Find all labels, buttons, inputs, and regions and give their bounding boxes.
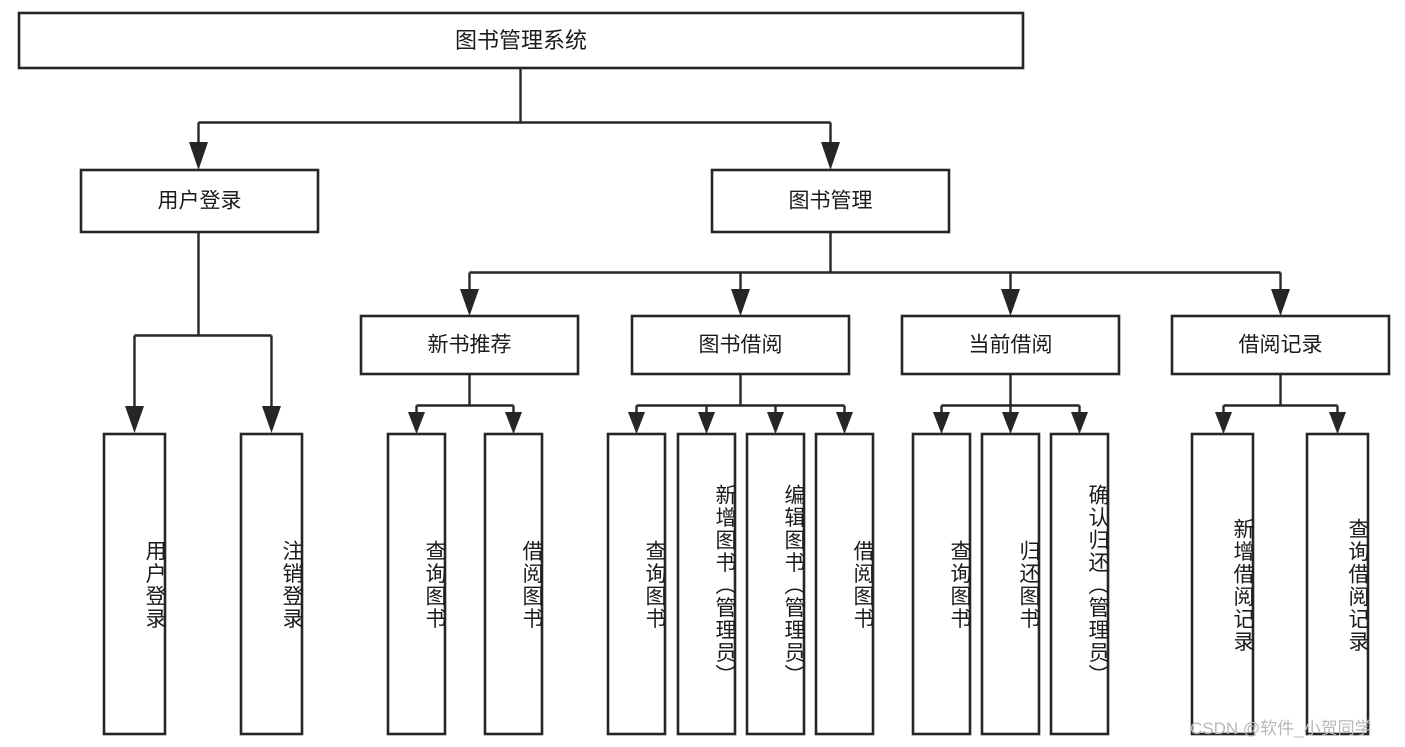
arrow-head-leaf-query-book-1: [408, 412, 425, 434]
node-book-borrow-label: 图书借阅: [699, 334, 783, 357]
node-root[interactable]: 图书管理系统: [17, 11, 1025, 70]
arrow-head-new-book-recommend: [460, 289, 479, 316]
arrow-head-leaf-borrow-book-2: [836, 412, 853, 434]
node-current-borrow[interactable]: 当前借阅: [900, 314, 1121, 376]
connector-group-user-login: [125, 232, 281, 433]
arrow-head-leaf-query-book-3: [933, 412, 950, 434]
node-borrow-record-label: 借阅记录: [1239, 334, 1323, 357]
node-borrow-record-box[interactable]: [1170, 314, 1391, 376]
node-user-login-label: 用户登录: [158, 190, 242, 213]
node-new-book-recommend-box[interactable]: [359, 314, 580, 376]
leaf-boxes-book-borrow: [606, 432, 875, 736]
node-current-borrow-label: 当前借阅: [969, 334, 1053, 357]
arrow-head-book-borrow: [731, 289, 750, 316]
leaf-box-query-book-1[interactable]: [386, 432, 447, 736]
node-current-borrow-box[interactable]: [900, 314, 1121, 376]
connector-group-root: [189, 68, 840, 170]
leaf-boxes-user-login: [102, 432, 304, 736]
node-root-label: 图书管理系统: [455, 28, 587, 53]
leaf-box-query-book-3[interactable]: [911, 432, 972, 736]
leaf-box-add-record[interactable]: [1190, 432, 1255, 736]
leaf-box-borrow-book-1[interactable]: [483, 432, 544, 736]
arrow-head-leaf-add-book: [698, 412, 715, 434]
node-user-login[interactable]: 用户登录: [79, 168, 320, 234]
connector-group-book-manage: [460, 232, 1290, 316]
arrow-head-leaf-query-record: [1329, 412, 1346, 434]
arrow-head-borrow-record: [1271, 289, 1290, 316]
arrow-head-leaf-confirm-return: [1071, 412, 1088, 434]
connector-group-current-borrow: [933, 374, 1088, 434]
arrow-head-book-manage: [821, 142, 840, 170]
leaf-boxes-current-borrow: [911, 432, 1110, 736]
csdn-watermark: CSDN @软件_小贺同学: [1190, 719, 1372, 738]
node-book-manage[interactable]: 图书管理: [710, 168, 951, 234]
leaf-boxes-borrow-record: [1190, 432, 1370, 736]
node-book-manage-box[interactable]: [710, 168, 951, 234]
node-new-book-recommend[interactable]: 新书推荐: [359, 314, 580, 376]
node-book-borrow-box[interactable]: [630, 314, 851, 376]
leaf-box-confirm-return[interactable]: [1049, 432, 1110, 736]
node-book-borrow[interactable]: 图书借阅: [630, 314, 851, 376]
leaf-box-query-record[interactable]: [1305, 432, 1370, 736]
leaf-box-user-login[interactable]: [102, 432, 167, 736]
arrow-head-leaf-user-login: [125, 406, 144, 433]
connector-group-borrow-record: [1215, 374, 1346, 434]
arrow-head-current-borrow: [1001, 289, 1020, 316]
leaf-box-add-book[interactable]: [676, 432, 737, 736]
node-new-book-recommend-label: 新书推荐: [428, 334, 512, 357]
connector-group-new-book-recommend: [408, 374, 522, 434]
node-user-login-box[interactable]: [79, 168, 320, 234]
leaf-box-query-book-2[interactable]: [606, 432, 667, 736]
arrow-head-user-login: [189, 142, 208, 170]
arrow-head-leaf-logout: [262, 406, 281, 433]
arrow-head-leaf-return-book: [1002, 412, 1019, 434]
node-book-manage-label: 图书管理: [789, 190, 873, 213]
leaf-box-edit-book[interactable]: [745, 432, 806, 736]
leaf-boxes-new-book-recommend: [386, 432, 544, 736]
arrow-head-leaf-query-book-2: [628, 412, 645, 434]
leaf-box-borrow-book-2[interactable]: [814, 432, 875, 736]
arrow-head-leaf-add-record: [1215, 412, 1232, 434]
node-root-box[interactable]: [17, 11, 1025, 70]
leaf-box-logout[interactable]: [239, 432, 304, 736]
leaf-box-return-book[interactable]: [980, 432, 1041, 736]
arrow-head-leaf-edit-book: [767, 412, 784, 434]
arrow-head-leaf-borrow-book-1: [505, 412, 522, 434]
connector-group-book-borrow: [628, 374, 853, 434]
node-borrow-record[interactable]: 借阅记录: [1170, 314, 1391, 376]
